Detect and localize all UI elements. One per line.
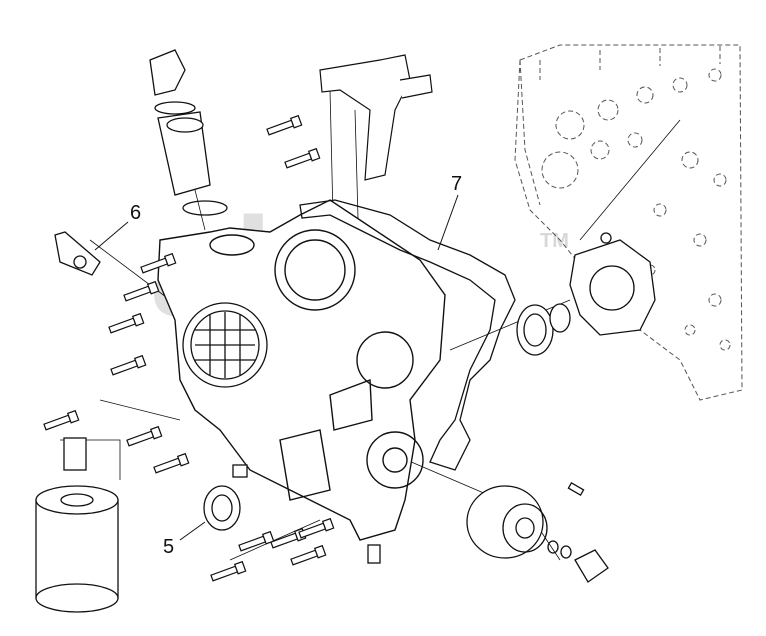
bolt — [107, 313, 145, 336]
crank-seal-housing — [516, 232, 656, 356]
watermark-trademark: TM — [540, 230, 569, 252]
engine-block-outline — [514, 44, 743, 401]
water-outlet-pipe — [319, 54, 433, 181]
bolt — [125, 426, 163, 449]
oil-seal-part — [203, 485, 241, 531]
bolt — [109, 355, 147, 378]
bolt — [152, 453, 190, 476]
bolt — [237, 531, 275, 554]
drain-plug — [232, 464, 381, 564]
bolt — [283, 148, 321, 171]
callouts: 5 6 7 — [94, 173, 462, 558]
timing-cover — [157, 199, 446, 541]
sensor-part — [54, 231, 101, 276]
callout-7: 7 — [451, 173, 462, 195]
bolt — [42, 410, 80, 433]
callout-5: 5 — [163, 536, 174, 558]
bolt — [289, 545, 327, 568]
oil-filter — [35, 437, 119, 613]
oil-filler-assembly — [149, 49, 228, 216]
bolt — [209, 561, 247, 584]
oil-pump-cover — [182, 302, 268, 388]
callout-6: 6 — [130, 202, 141, 224]
bolt — [265, 115, 303, 138]
crank-pulley — [466, 482, 609, 583]
timing-cover-gasket — [299, 199, 516, 471]
